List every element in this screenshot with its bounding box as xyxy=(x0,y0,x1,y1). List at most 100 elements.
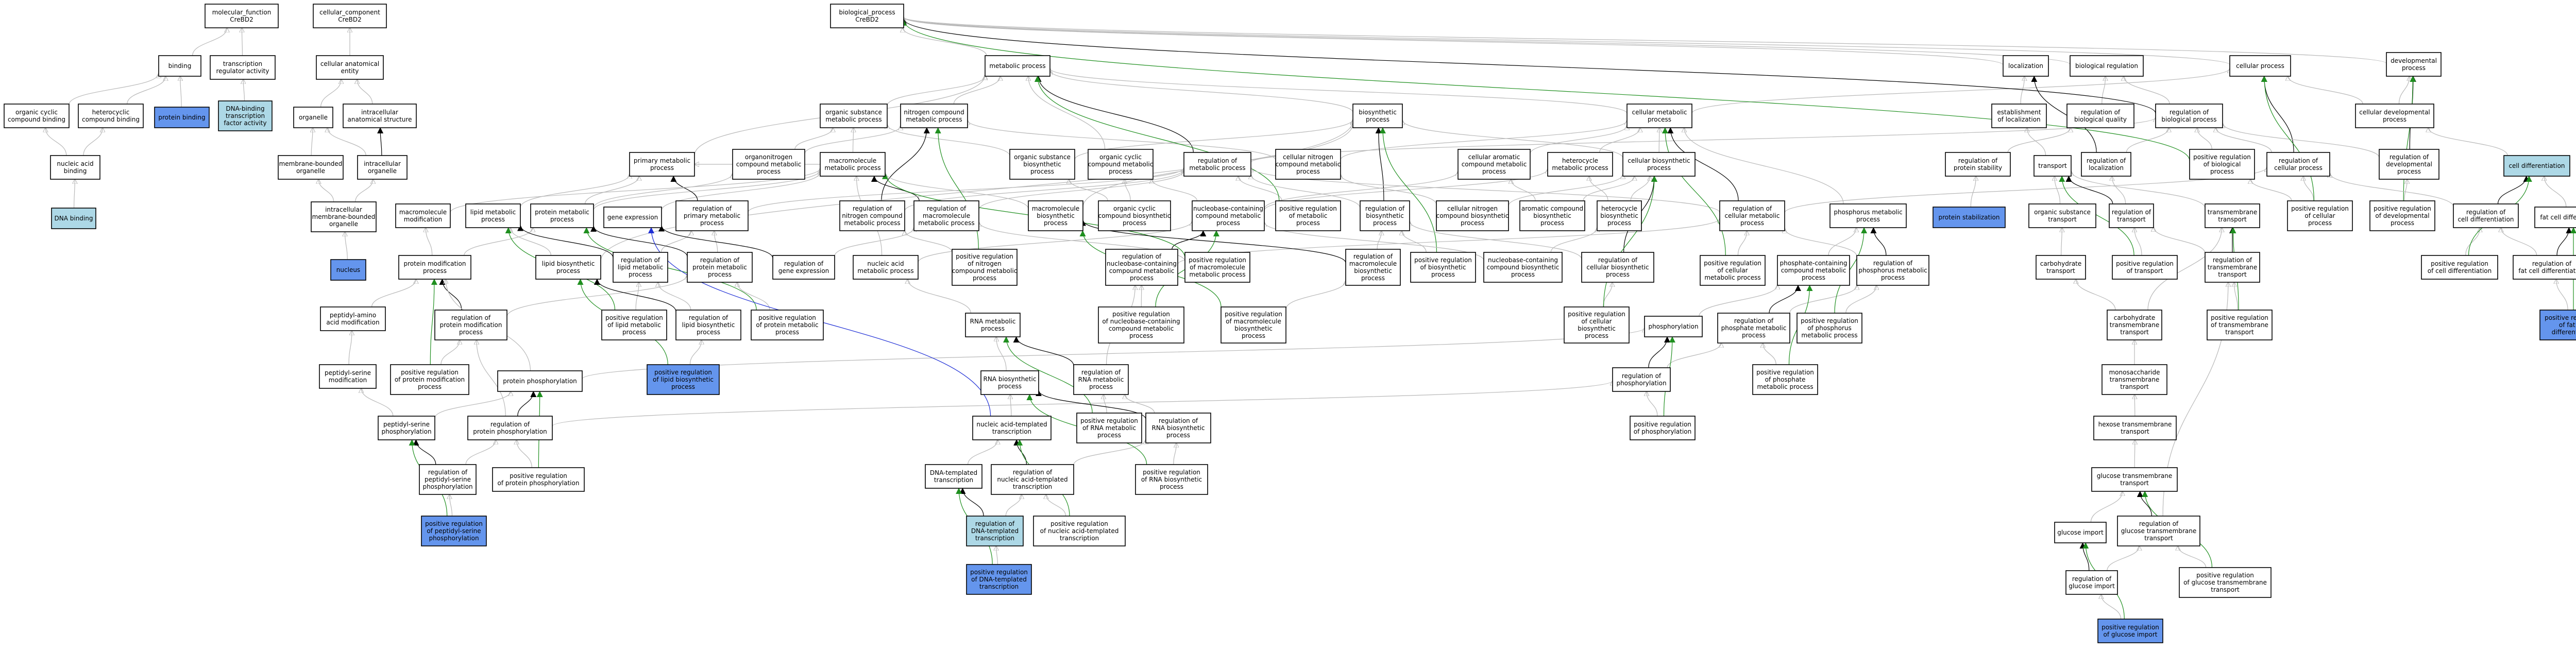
node-protein-binding[interactable]: protein binding xyxy=(154,107,210,128)
node-prot-phos[interactable]: protein phosphorylation xyxy=(497,370,583,392)
node-dna-binding[interactable]: DNA binding xyxy=(51,208,96,229)
node-reg-nucleobase-met[interactable]: regulation ofnucleobase-containingcompou… xyxy=(1105,249,1178,286)
node-fat-cell-diff[interactable]: fat cell differentiation xyxy=(2534,207,2576,228)
node-prot-stab[interactable]: protein stabilization xyxy=(1933,207,2006,228)
node-cell-diff[interactable]: cell differentiation xyxy=(2503,155,2570,177)
node-localization[interactable]: localization xyxy=(2003,55,2049,77)
node-phosphorylation[interactable]: phosphorylation xyxy=(1644,316,1703,337)
node-nucleus[interactable]: nucleus xyxy=(330,259,366,281)
node-transport[interactable]: transport xyxy=(2033,155,2072,177)
node-metabolic[interactable]: metabolic process xyxy=(985,55,1050,77)
node-reg-macro-bio[interactable]: regulation ofmacromoleculebiosyntheticpr… xyxy=(1345,249,1401,286)
node-cellular-process[interactable]: cellular process xyxy=(2229,55,2291,77)
node-gene-expr[interactable]: gene expression xyxy=(603,207,662,228)
node-organelle[interactable]: organelle xyxy=(293,107,333,128)
node-reg-peptidyl-serine-phos[interactable]: regulation ofpeptidyl-serinephosphorylat… xyxy=(419,464,477,495)
